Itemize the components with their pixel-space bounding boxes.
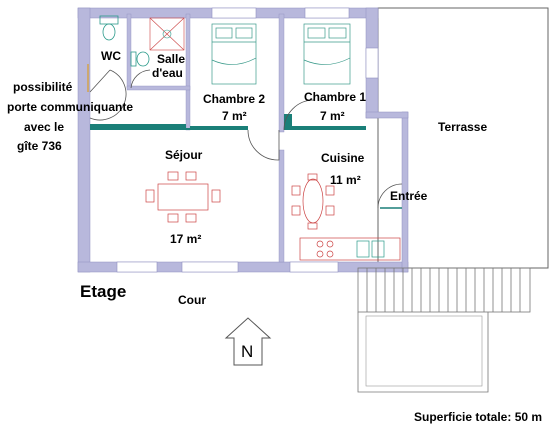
room-label-wc: WC <box>101 49 121 63</box>
note-line-2: porte communiquante <box>7 100 134 114</box>
windows <box>116 7 379 273</box>
area-label-cour: Cour <box>178 293 206 307</box>
terrace-stairs <box>357 267 531 313</box>
note-line-1: possibilité <box>13 80 73 94</box>
room-area-chambre-1: 7 m² <box>320 109 345 123</box>
room-area-chambre-2: 7 m² <box>222 109 247 123</box>
door-arcs <box>89 69 403 209</box>
stair-landing <box>357 312 489 393</box>
room-label-sejour: Séjour <box>165 148 203 162</box>
room-label-salle-line1: Salle <box>157 52 186 66</box>
bed-chambre-1 <box>303 23 351 85</box>
shower <box>149 17 185 51</box>
room-area-cuisine: 11 m² <box>330 173 361 187</box>
cuisine-table <box>291 173 335 230</box>
north-label: N <box>241 342 254 361</box>
room-label-chambre-2: Chambre 2 <box>203 92 266 106</box>
room-label-terrasse: Terrasse <box>438 120 488 134</box>
north-arrow-icon <box>224 317 272 366</box>
room-label-cuisine: Cuisine <box>321 151 365 165</box>
sink <box>130 51 150 67</box>
wc-fixture <box>99 15 119 41</box>
room-label-salle-line2: d'eau <box>152 66 183 80</box>
room-area-sejour: 17 m² <box>170 232 202 246</box>
sejour-table <box>145 171 221 223</box>
bed-chambre-2 <box>211 23 257 85</box>
floor-label: Etage <box>80 282 127 301</box>
kitchen-counter <box>299 237 401 261</box>
room-label-chambre-1: Chambre 1 <box>304 90 367 104</box>
note-line-3: avec le <box>24 120 65 134</box>
room-label-entree: Entrée <box>390 189 428 203</box>
total-area-label: Superficie totale: 50 m <box>414 410 543 424</box>
door-strips <box>90 114 366 130</box>
stair-landing-inner <box>365 315 483 387</box>
note-line-4: gîte 736 <box>17 139 62 153</box>
